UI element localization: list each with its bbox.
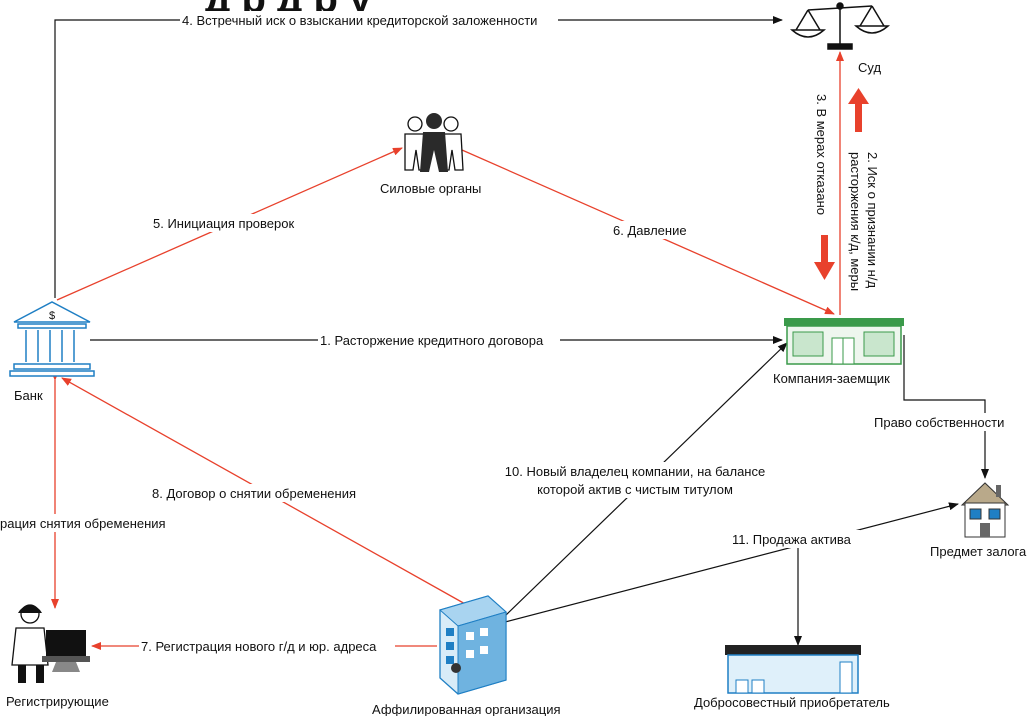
edge-2-label: 2. Иск о признании н/д расторжения к/д, … xyxy=(846,150,882,300)
bank-icon: $ xyxy=(9,301,95,377)
edge-4-label: 4. Встречный иск о взыскании кредиторско… xyxy=(180,11,558,29)
svg-text:5. Инициация проверок: 5. Инициация проверок xyxy=(153,216,294,231)
svg-text:8. Договор о снятии обременени: 8. Договор о снятии обременения xyxy=(152,486,356,501)
edge-3-label: 3. В мерах отказано xyxy=(812,92,830,222)
company-label: Компания-заемщик xyxy=(773,371,890,386)
edge-1-label: 1. Расторжение кредитного договора xyxy=(318,331,560,349)
registrars-label: Регистрирующие xyxy=(6,694,109,709)
court-label: Суд xyxy=(858,60,881,75)
svg-text:$: $ xyxy=(49,310,55,322)
svg-text:Право собственности: Право собственности xyxy=(874,415,1004,430)
svg-text:3. В мерах отказано: 3. В мерах отказано xyxy=(814,94,829,215)
svg-text:расторжения к/д, меры: расторжения к/д, меры xyxy=(848,152,863,291)
collateral-label: Предмет залога xyxy=(930,544,1027,559)
edge-11-label: 11. Продажа актива xyxy=(730,530,860,548)
edge-6-label: 6. Давление xyxy=(611,221,697,239)
svg-text:11. Продажа актива: 11. Продажа актива xyxy=(732,532,852,547)
edge-11-line xyxy=(504,502,959,623)
svg-text:10. Новый владелец компании, н: 10. Новый владелец компании, на балансе xyxy=(505,464,765,479)
svg-text:7. Регистрация нового г/д и юр: 7. Регистрация нового г/д и юр. адреса xyxy=(141,639,377,654)
scales-icon xyxy=(790,2,890,50)
edge-8-label: 8. Договор о снятии обременения xyxy=(150,484,372,502)
office-building-icon xyxy=(438,595,508,695)
edge-10-label: 10. Новый владелец компании, на балансе … xyxy=(500,462,770,498)
edge-ownership-label: Право собственности xyxy=(872,413,1018,431)
company-building-icon xyxy=(784,318,904,365)
down-arrow-icon xyxy=(814,235,835,280)
svg-text:рация снятия обременения: рация снятия обременения xyxy=(0,516,166,531)
svg-text:которой актив с чистым титулом: которой актив с чистым титулом xyxy=(537,482,733,497)
svg-text:4. Встречный иск о взыскании к: 4. Встречный иск о взыскании кредиторско… xyxy=(182,13,537,28)
security-label: Силовые органы xyxy=(380,181,481,196)
clerk-icon xyxy=(11,604,90,683)
people-icon xyxy=(404,113,464,172)
buyer-label: Добросовестный приобретатель xyxy=(694,695,890,710)
house-icon xyxy=(960,482,1010,538)
edge-7-label: 7. Регистрация нового г/д и юр. адреса xyxy=(139,637,395,655)
svg-text:1. Расторжение кредитного дого: 1. Расторжение кредитного договора xyxy=(320,333,544,348)
bank-label: Банк xyxy=(14,388,43,403)
affiliate-label: Аффилированная организация xyxy=(372,702,561,716)
up-arrow-icon xyxy=(848,88,869,132)
svg-text:2. Иск о признании н/д: 2. Иск о признании н/д xyxy=(865,152,880,288)
edge-9-label: рация снятия обременения xyxy=(0,514,172,532)
edge-5-label: 5. Инициация проверок xyxy=(151,214,303,232)
svg-text:6. Давление: 6. Давление xyxy=(613,223,687,238)
warehouse-icon xyxy=(725,645,861,694)
edge-ownership-line xyxy=(903,335,989,479)
